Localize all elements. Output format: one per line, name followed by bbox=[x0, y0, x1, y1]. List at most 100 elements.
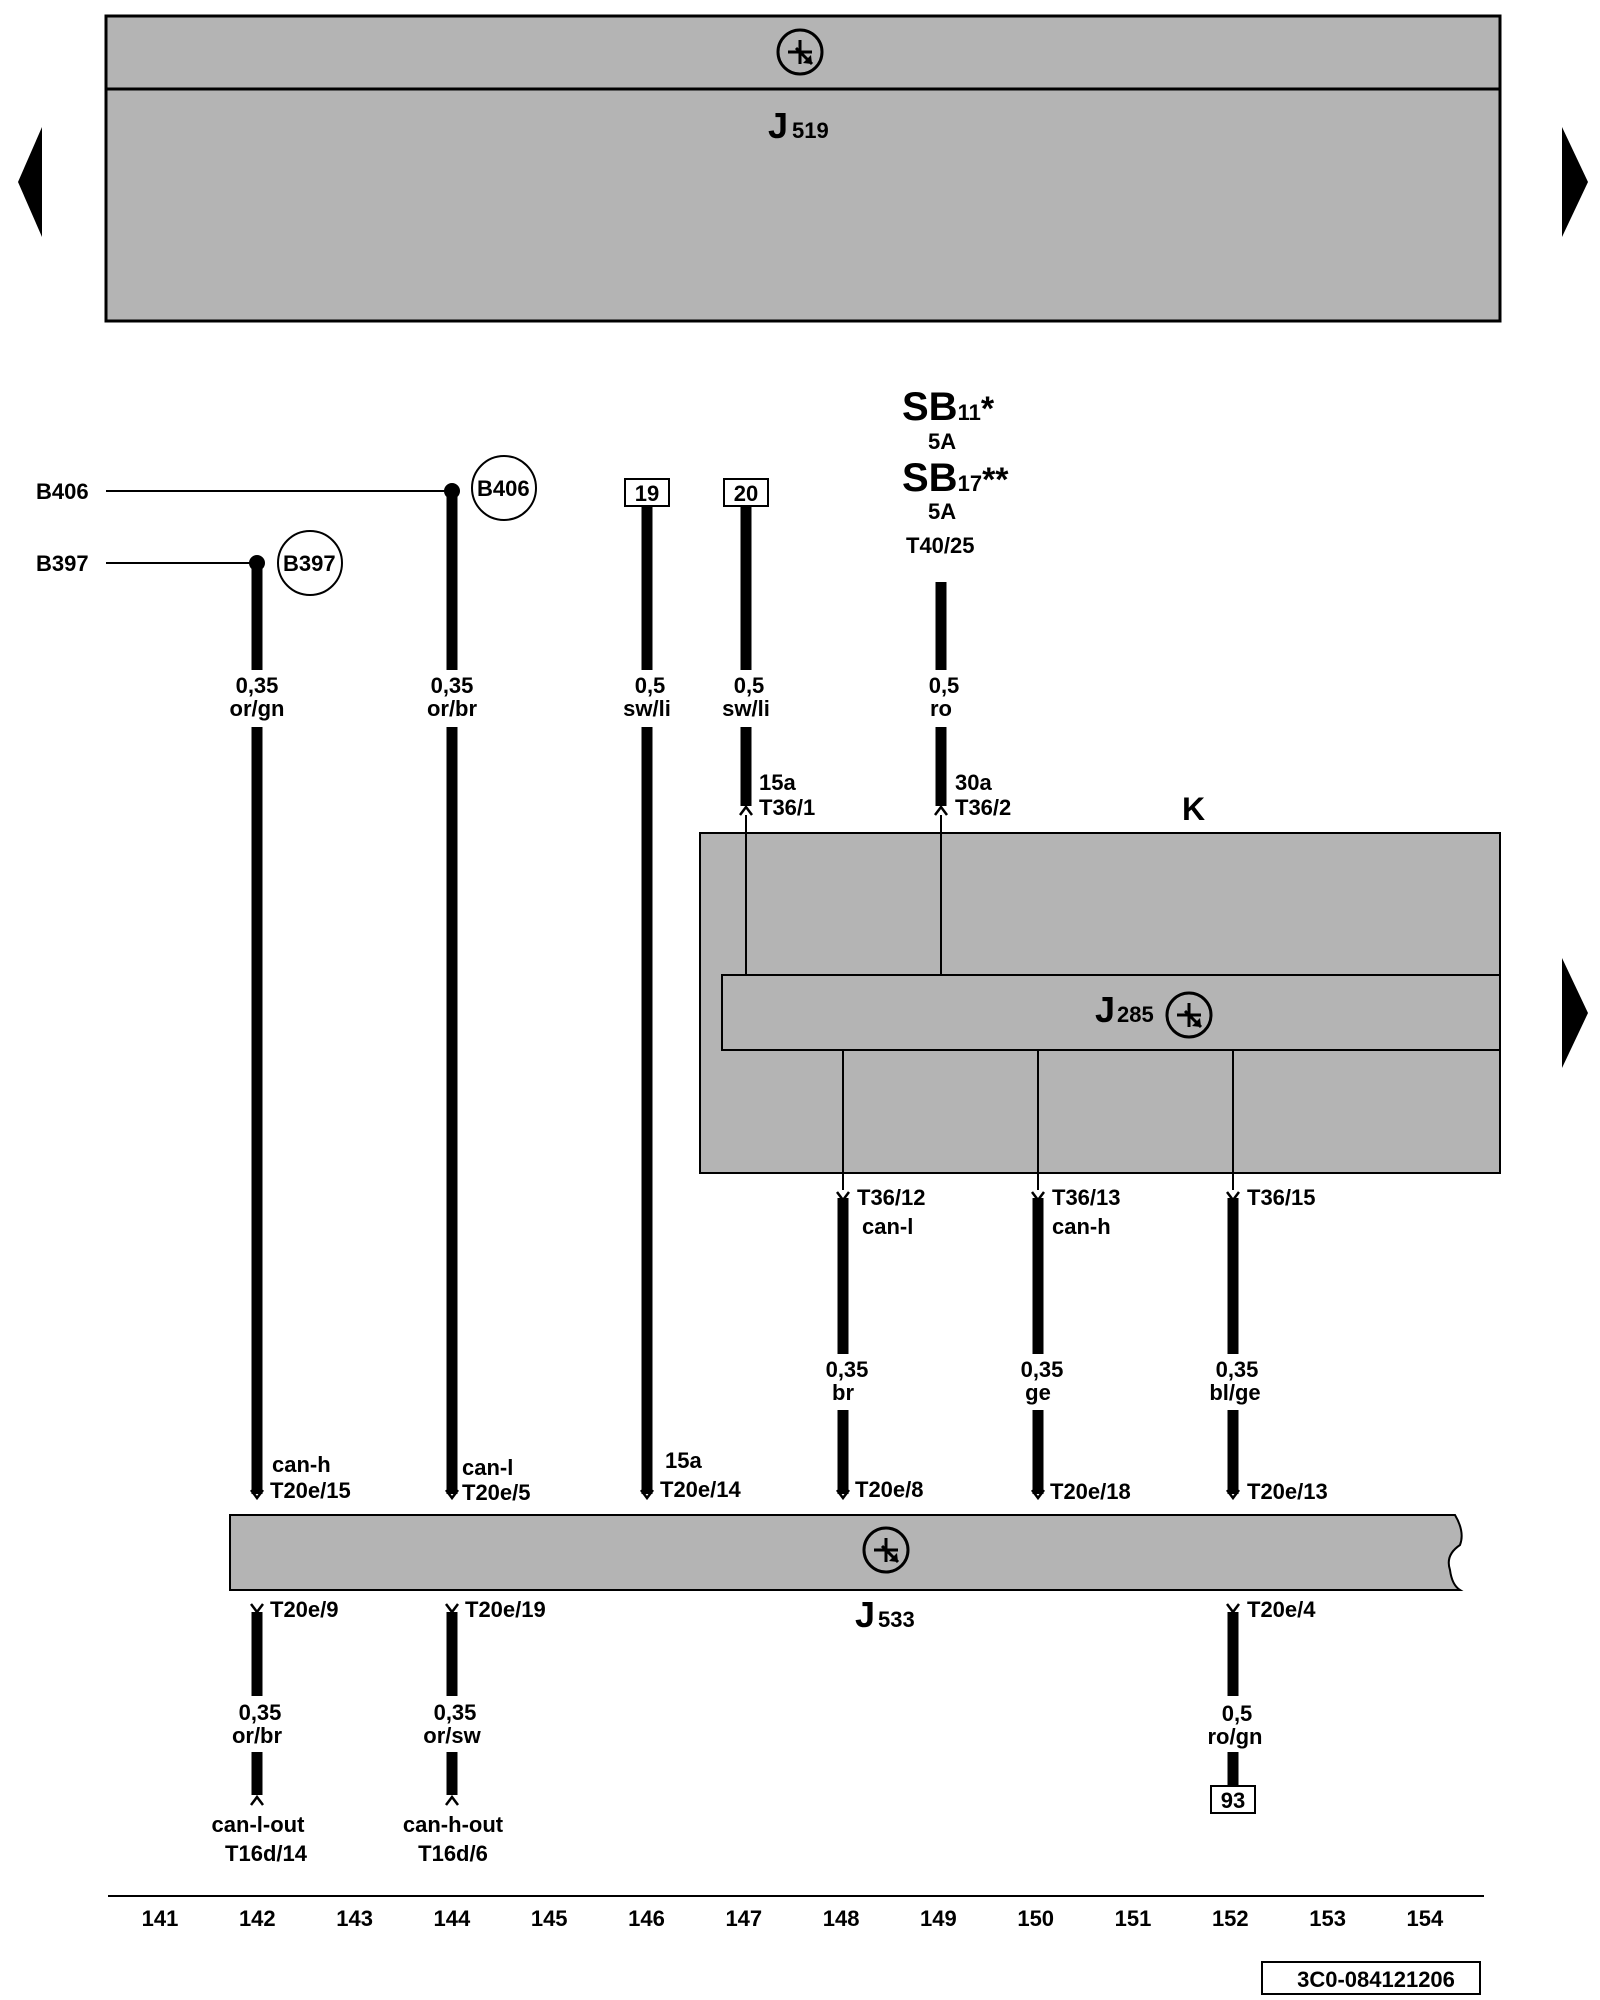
nav-right-arrow-top-icon[interactable] bbox=[1562, 127, 1588, 237]
svg-text:0,35: 0,35 bbox=[1021, 1357, 1064, 1382]
pin-arrows bbox=[250, 804, 1240, 1806]
ref-box-20[interactable]: 20 bbox=[723, 478, 769, 507]
k-label: K bbox=[1182, 791, 1205, 827]
svg-text:can-h: can-h bbox=[272, 1452, 331, 1477]
svg-text:T20e/13: T20e/13 bbox=[1247, 1479, 1328, 1504]
svg-text:0,35: 0,35 bbox=[236, 673, 279, 698]
fuse-sb11: SB11* 5A bbox=[902, 385, 995, 454]
input-b397: B397 B397 bbox=[36, 530, 343, 596]
svg-text:can-l: can-l bbox=[462, 1455, 513, 1480]
svg-text:ro/gn: ro/gn bbox=[1208, 1724, 1263, 1749]
svg-text:or/gn: or/gn bbox=[230, 696, 285, 721]
svg-text:sw/li: sw/li bbox=[623, 696, 671, 721]
svg-text:0,35: 0,35 bbox=[431, 673, 474, 698]
column-number: 153 bbox=[1309, 1906, 1346, 1931]
svg-text:T36/13: T36/13 bbox=[1052, 1185, 1121, 1210]
j519-sub: 519 bbox=[792, 118, 829, 143]
column-number: 148 bbox=[823, 1906, 860, 1931]
svg-text:sw/li: sw/li bbox=[722, 696, 770, 721]
svg-text:bl/ge: bl/ge bbox=[1209, 1380, 1260, 1405]
input-b406: B406 B406 bbox=[36, 455, 537, 521]
wires-upper bbox=[251, 491, 1239, 1795]
nav-right-arrow-mid-icon[interactable] bbox=[1562, 958, 1588, 1068]
svg-text:30a: 30a bbox=[955, 770, 992, 795]
drawing-code-box: 3C0-084121206 bbox=[1261, 1961, 1481, 1995]
column-number: 145 bbox=[531, 1906, 568, 1931]
svg-text:SB11*: SB11* bbox=[902, 385, 995, 429]
svg-text:0,35: 0,35 bbox=[826, 1357, 869, 1382]
svg-text:T20e/14: T20e/14 bbox=[660, 1477, 741, 1502]
column-number: 141 bbox=[142, 1906, 179, 1931]
svg-text:19: 19 bbox=[635, 481, 659, 506]
svg-text:0,35: 0,35 bbox=[239, 1700, 282, 1725]
svg-text:T20e/8: T20e/8 bbox=[855, 1477, 924, 1502]
svg-text:T36/15: T36/15 bbox=[1247, 1185, 1316, 1210]
svg-text:T36/1: T36/1 bbox=[759, 795, 815, 820]
svg-text:T20e/9: T20e/9 bbox=[270, 1597, 339, 1622]
column-number: 147 bbox=[725, 1906, 762, 1931]
svg-text:0,35: 0,35 bbox=[1216, 1357, 1259, 1382]
svg-text:T16d/6: T16d/6 bbox=[418, 1841, 488, 1866]
svg-text:B397: B397 bbox=[36, 551, 89, 576]
svg-text:5A: 5A bbox=[928, 499, 956, 524]
k-module: K J285 bbox=[699, 791, 1501, 1190]
svg-text:5A: 5A bbox=[928, 429, 956, 454]
svg-text:T20e/4: T20e/4 bbox=[1247, 1597, 1316, 1622]
svg-text:or/br: or/br bbox=[427, 696, 478, 721]
column-number: 149 bbox=[920, 1906, 957, 1931]
column-numbers: 141 142 143 144 145 146 147 148 149 150 151 152 153 1… bbox=[142, 1906, 1444, 1931]
svg-text:can-l-out: can-l-out bbox=[212, 1812, 306, 1837]
pin-labels: 15a T36/1 30a T36/2 T36/12 can-l T36/13 … bbox=[212, 770, 1328, 1866]
svg-text:T20e/5: T20e/5 bbox=[462, 1480, 531, 1505]
svg-text:B406: B406 bbox=[477, 476, 530, 501]
svg-text:J285: J285 bbox=[1095, 989, 1154, 1030]
svg-text:T36/2: T36/2 bbox=[955, 795, 1011, 820]
svg-text:can-l: can-l bbox=[862, 1214, 913, 1239]
j519-letter: J bbox=[768, 105, 788, 146]
svg-text:0,5: 0,5 bbox=[1222, 1701, 1253, 1726]
svg-text:15a: 15a bbox=[665, 1448, 702, 1473]
fuse-connector-t40-25: T40/25 bbox=[906, 533, 975, 558]
svg-text:T36/12: T36/12 bbox=[857, 1185, 926, 1210]
column-number: 150 bbox=[1017, 1906, 1054, 1931]
svg-text:can-h-out: can-h-out bbox=[403, 1812, 504, 1837]
column-number: 146 bbox=[628, 1906, 665, 1931]
svg-text:0,5: 0,5 bbox=[635, 673, 666, 698]
svg-text:SB17**: SB17** bbox=[902, 456, 1009, 500]
column-number: 144 bbox=[434, 1906, 471, 1931]
svg-text:br: br bbox=[832, 1380, 854, 1405]
svg-text:0,5: 0,5 bbox=[929, 673, 960, 698]
nav-left-arrow-icon[interactable] bbox=[18, 127, 42, 237]
svg-text:20: 20 bbox=[734, 481, 758, 506]
svg-text:T20e/15: T20e/15 bbox=[270, 1478, 351, 1503]
column-number: 152 bbox=[1212, 1906, 1249, 1931]
svg-text:B406: B406 bbox=[36, 479, 89, 504]
column-number: 142 bbox=[239, 1906, 276, 1931]
svg-text:ge: ge bbox=[1025, 1380, 1051, 1405]
svg-text:or/br: or/br bbox=[232, 1723, 283, 1748]
ref-box-93[interactable]: 93 bbox=[1210, 1785, 1256, 1814]
j285-module bbox=[721, 974, 1501, 1051]
column-number: 151 bbox=[1115, 1906, 1152, 1931]
svg-text:ro: ro bbox=[930, 696, 952, 721]
ref-box-19[interactable]: 19 bbox=[624, 478, 670, 507]
svg-text:T20e/18: T20e/18 bbox=[1050, 1479, 1131, 1504]
wire-labels: 0,35 or/gn 0,35 or/br 0,5 sw/li 0,5 sw/l… bbox=[230, 673, 1263, 1749]
svg-text:0,35: 0,35 bbox=[434, 1700, 477, 1725]
svg-text:B397: B397 bbox=[283, 551, 336, 576]
column-number: 154 bbox=[1407, 1906, 1444, 1931]
svg-text:15a: 15a bbox=[759, 770, 796, 795]
column-number: 143 bbox=[336, 1906, 373, 1931]
svg-text:T16d/14: T16d/14 bbox=[225, 1841, 308, 1866]
svg-text:93: 93 bbox=[1221, 1788, 1245, 1813]
svg-text:0,5: 0,5 bbox=[734, 673, 765, 698]
svg-text:or/sw: or/sw bbox=[423, 1723, 481, 1748]
svg-text:T20e/19: T20e/19 bbox=[465, 1597, 546, 1622]
fuse-sb17: SB17** 5A bbox=[902, 456, 1009, 524]
svg-text:can-h: can-h bbox=[1052, 1214, 1111, 1239]
